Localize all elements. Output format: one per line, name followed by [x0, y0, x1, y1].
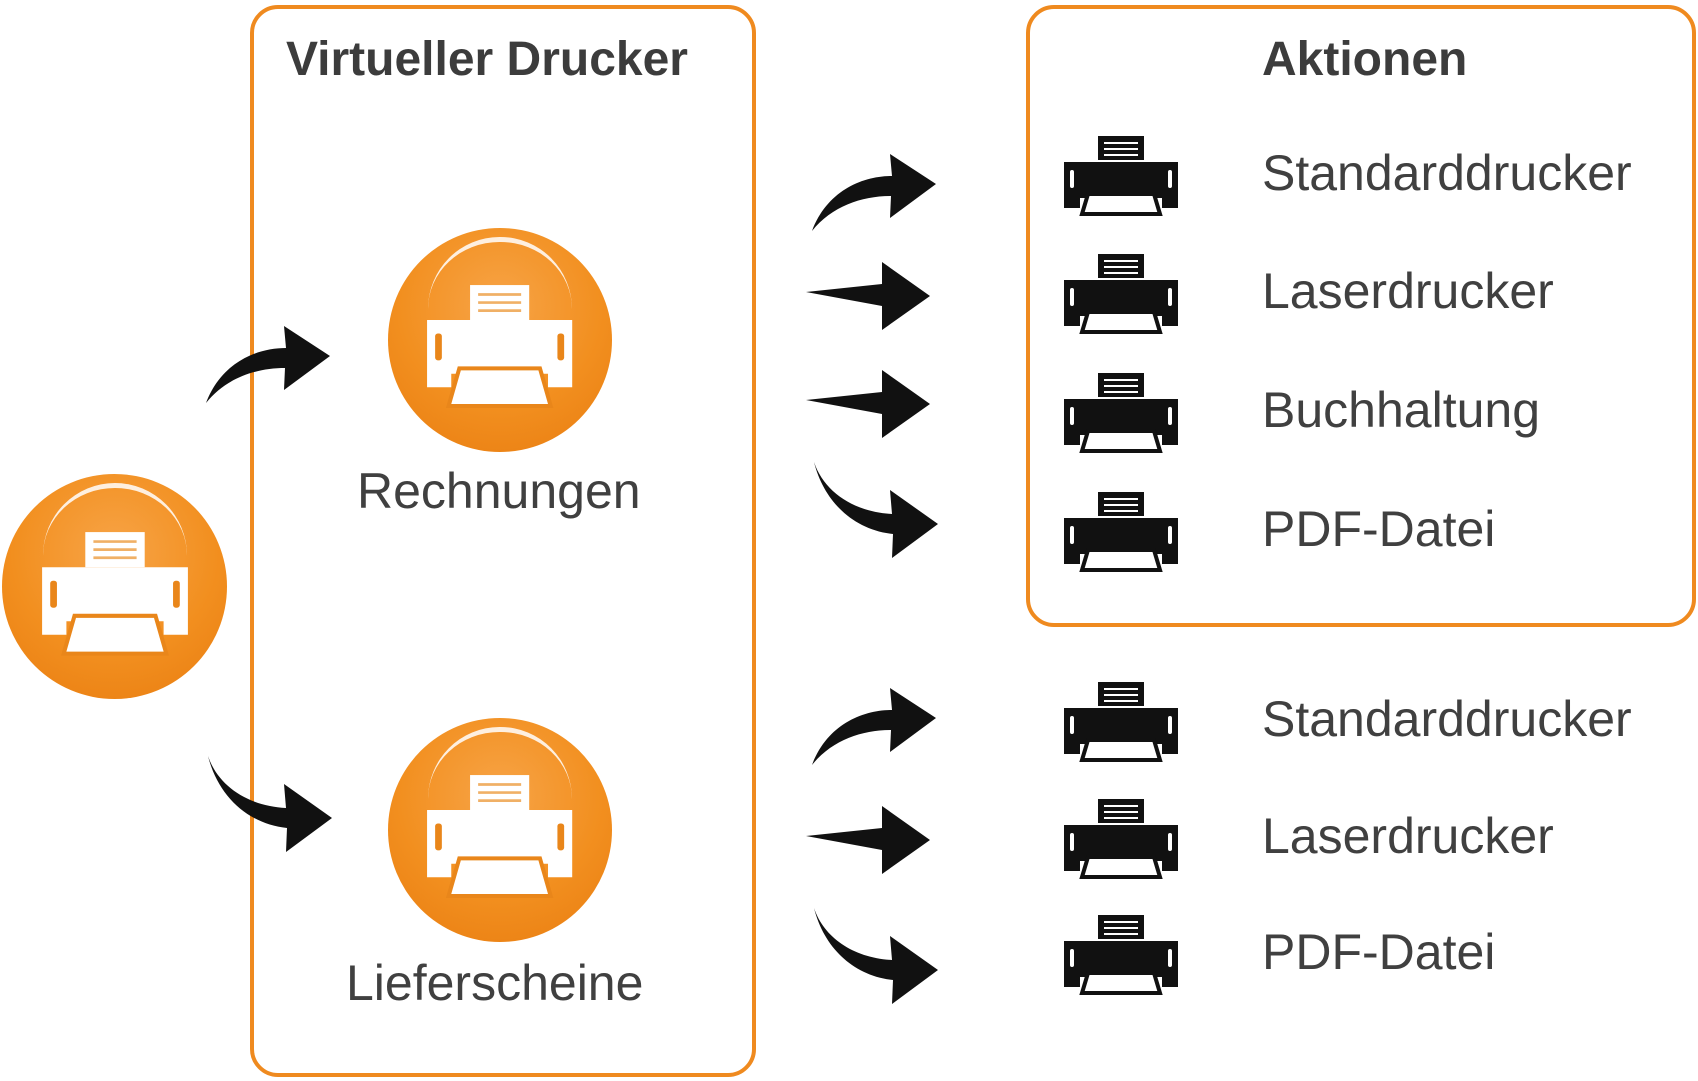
printer-icon: [1062, 490, 1180, 572]
action-label[interactable]: PDF-Datei: [1262, 924, 1496, 980]
curved-arrow-icon: [814, 462, 938, 558]
action-label[interactable]: Standarddrucker: [1262, 691, 1632, 747]
invoices-label: Rechnungen: [357, 463, 641, 519]
action-label[interactable]: PDF-Datei: [1262, 501, 1496, 557]
printer-icon: [1062, 371, 1180, 453]
printer-icon: [1062, 913, 1180, 995]
action-label[interactable]: Laserdrucker: [1262, 263, 1554, 319]
actions-title: Aktionen: [1262, 33, 1468, 86]
delivery-notes-label: Lieferscheine: [346, 955, 644, 1011]
invoices-printer[interactable]: [388, 228, 612, 452]
curved-arrow-icon: [812, 688, 936, 765]
printer-icon: [1062, 797, 1180, 879]
virtual-printer-title: Virtueller Drucker: [286, 33, 688, 86]
printer-icon: [41, 531, 188, 656]
action-label[interactable]: Laserdrucker: [1262, 808, 1554, 864]
printer-icon: [1062, 252, 1180, 334]
source-printer: [2, 474, 227, 699]
action-label[interactable]: Buchhaltung: [1262, 382, 1541, 438]
curved-arrow-icon: [814, 908, 938, 1004]
printer-icon: [1062, 134, 1180, 216]
delivery-notes-printer[interactable]: [388, 718, 612, 942]
printer-icon: [1062, 680, 1180, 762]
printer-icon: [427, 775, 573, 899]
curved-arrow-icon: [806, 806, 930, 874]
printer-icon: [427, 285, 573, 409]
curved-arrow-icon: [812, 154, 936, 231]
curved-arrow-icon: [806, 370, 930, 438]
curved-arrow-icon: [806, 262, 930, 330]
action-label[interactable]: Standarddrucker: [1262, 145, 1632, 201]
